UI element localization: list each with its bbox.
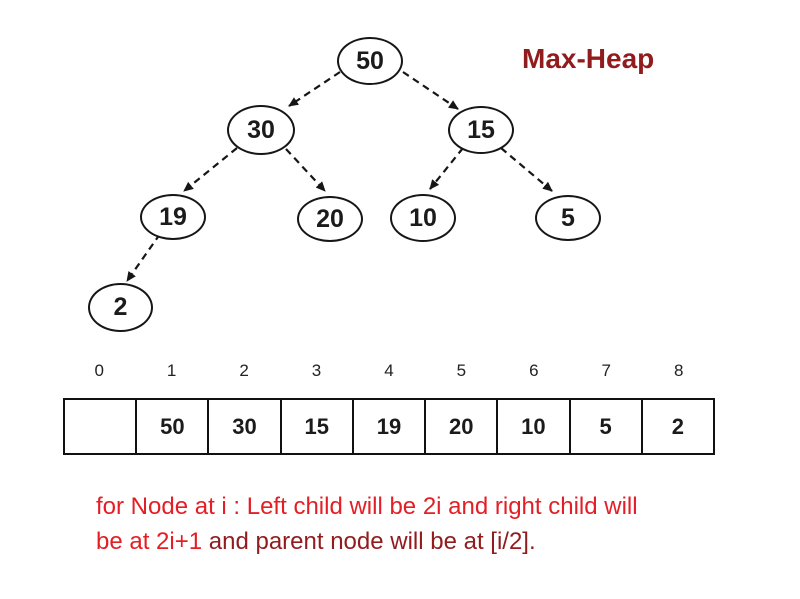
array-index-label: 4 <box>384 361 394 380</box>
tree-node-5: 5 <box>535 195 601 241</box>
array-index-row: 0 1 2 3 4 5 6 7 8 <box>63 361 715 381</box>
edge-15-5 <box>500 147 553 192</box>
tree-node-2: 2 <box>88 283 153 332</box>
node-value: 30 <box>247 115 275 144</box>
heap-array: 50 30 15 19 20 10 5 2 <box>63 398 715 455</box>
array-cell: 19 <box>354 400 427 453</box>
node-value: 50 <box>356 46 384 75</box>
caption-line-2: be at 2i+1 and parent node will be at [i… <box>96 524 736 559</box>
array-cell: 5 <box>571 400 643 453</box>
edge-15-10 <box>429 147 464 190</box>
node-value: 10 <box>409 203 437 232</box>
array-index-label: 5 <box>456 361 467 380</box>
array-index-label: 1 <box>166 361 177 380</box>
array-index-label: 8 <box>673 361 684 380</box>
tree-node-20: 20 <box>297 196 363 242</box>
caption-line-1-text: for Node at i : Left child will be 2i an… <box>96 493 638 520</box>
tree-node-19: 19 <box>140 194 206 240</box>
array-index-label: 2 <box>239 361 249 380</box>
node-value: 15 <box>467 115 495 144</box>
array-cell: 10 <box>498 400 571 453</box>
node-value: 20 <box>316 204 344 233</box>
tree-node-30: 30 <box>227 105 295 155</box>
edge-30-20 <box>285 148 326 192</box>
node-value: 2 <box>113 293 128 321</box>
node-value: 5 <box>561 203 575 232</box>
tree-node-50: 50 <box>337 37 403 85</box>
edge-50-30 <box>288 71 341 107</box>
array-index-label: 7 <box>601 361 612 380</box>
edge-30-19 <box>183 147 238 192</box>
array-index-label: 6 <box>529 361 539 380</box>
array-cell: 2 <box>671 413 684 439</box>
array-index-label: 0 <box>94 361 104 380</box>
array-cell: 50 <box>137 400 210 453</box>
caption-line-1: for Node at i : Left child will be 2i an… <box>96 489 736 524</box>
array-cell: 15 <box>282 400 354 453</box>
caption-line-2-highlight: be at 2i+1 <box>96 528 203 555</box>
array-cell: 30 <box>209 400 282 453</box>
tree-node-10: 10 <box>390 194 456 242</box>
diagram-title: Max-Heap <box>522 43 655 74</box>
array-index-label: 3 <box>311 361 322 380</box>
edge-50-15 <box>402 71 459 110</box>
tree-node-15: 15 <box>448 106 514 154</box>
array-cell: 20 <box>426 400 499 453</box>
caption-line-2-rest: and parent node will be at [i/2]. <box>202 528 536 555</box>
node-value: 19 <box>159 202 187 231</box>
edge-19-2 <box>126 233 161 282</box>
caption: for Node at i : Left child will be 2i an… <box>96 489 736 559</box>
array-cell <box>65 400 138 453</box>
